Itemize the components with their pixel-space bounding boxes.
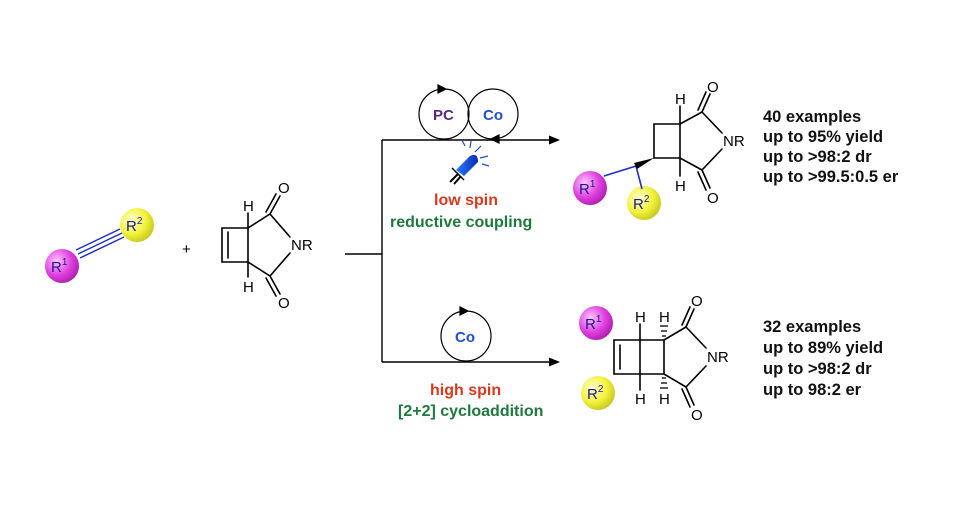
- top-stat-dr: up to >98:2 dr: [763, 148, 872, 166]
- top-product-h-top: H: [675, 91, 686, 108]
- bottom-product-nr: NR: [707, 349, 729, 366]
- top-product-o-top: O: [707, 79, 719, 96]
- top-stat-er: up to >99.5:0.5 er: [763, 168, 899, 186]
- bottom-condition-spin: high spin: [430, 382, 501, 399]
- bottom-stat-er: up to 98:2 er: [763, 381, 862, 399]
- bottom-product-r2-label: R2: [587, 384, 604, 403]
- bottom-condition-reaction: [2+2] cycloaddition: [398, 403, 543, 420]
- top-arrowhead: [549, 135, 560, 145]
- top-catalytic-cycles: [418, 84, 519, 144]
- alkyne-r2-label: R2: [126, 216, 143, 235]
- bottom-product-h-4: H: [659, 391, 670, 408]
- top-stat-yield: up to 95% yield: [763, 128, 883, 146]
- cobalt-label-bottom: Co: [455, 329, 475, 346]
- imide-o-top: O: [278, 180, 290, 197]
- bottom-product: [579, 306, 707, 410]
- bottom-product-r2-sphere: [581, 376, 615, 410]
- top-product: [573, 91, 723, 220]
- bottom-product-r1-sphere: [579, 306, 613, 340]
- top-stat-examples: 40 examples: [763, 108, 861, 126]
- top-condition-reaction: reductive coupling: [390, 214, 532, 231]
- imide-nr: NR: [291, 237, 313, 254]
- branch-arrows: [345, 139, 552, 363]
- top-product-nr: NR: [723, 133, 745, 150]
- bottom-product-h-2: H: [659, 309, 670, 326]
- bottom-arrowhead: [549, 357, 560, 367]
- bottom-stat-dr: up to >98:2 dr: [763, 360, 872, 378]
- photocatalyst-label: PC: [433, 107, 454, 124]
- top-product-o-bottom: O: [707, 190, 719, 207]
- led-light-icon: [449, 139, 490, 185]
- bottom-stat-yield: up to 89% yield: [763, 339, 883, 357]
- triple-bond: [75, 228, 125, 259]
- bottom-product-h-1: H: [635, 309, 646, 326]
- r2-sphere: [120, 208, 154, 242]
- top-product-r2-sphere: [627, 186, 661, 220]
- alkyne-reactant: R1 R2: [45, 208, 154, 283]
- top-product-r2-label: R2: [633, 194, 650, 213]
- imide-h-bottom: H: [243, 279, 254, 296]
- top-product-h-bottom: H: [675, 178, 686, 195]
- cobalt-label-top: Co: [483, 107, 503, 124]
- bottom-catalytic-cycle: [440, 306, 492, 362]
- bottom-results: 32 examples up to 89% yield up to >98:2 …: [763, 318, 883, 399]
- bottom-product-r1-label: R1: [585, 314, 602, 333]
- imide-reactant: [221, 193, 291, 297]
- bottom-stat-examples: 32 examples: [763, 318, 861, 336]
- top-results: 40 examples up to 95% yield up to >98:2 …: [763, 108, 899, 186]
- bottom-product-o-bottom: O: [691, 407, 703, 424]
- plus-sign: +: [182, 241, 191, 258]
- alkyne-r1-label: R1: [51, 257, 68, 276]
- bottom-product-h-3: H: [635, 391, 646, 408]
- imide-o-bottom: O: [278, 295, 290, 312]
- top-product-r1-sphere: [573, 171, 607, 205]
- r1-sphere: [45, 249, 79, 283]
- top-product-r1-label: R1: [579, 179, 596, 198]
- top-condition-spin: low spin: [434, 192, 498, 209]
- imide-h-top: H: [243, 198, 254, 215]
- bottom-product-o-top: O: [691, 293, 703, 310]
